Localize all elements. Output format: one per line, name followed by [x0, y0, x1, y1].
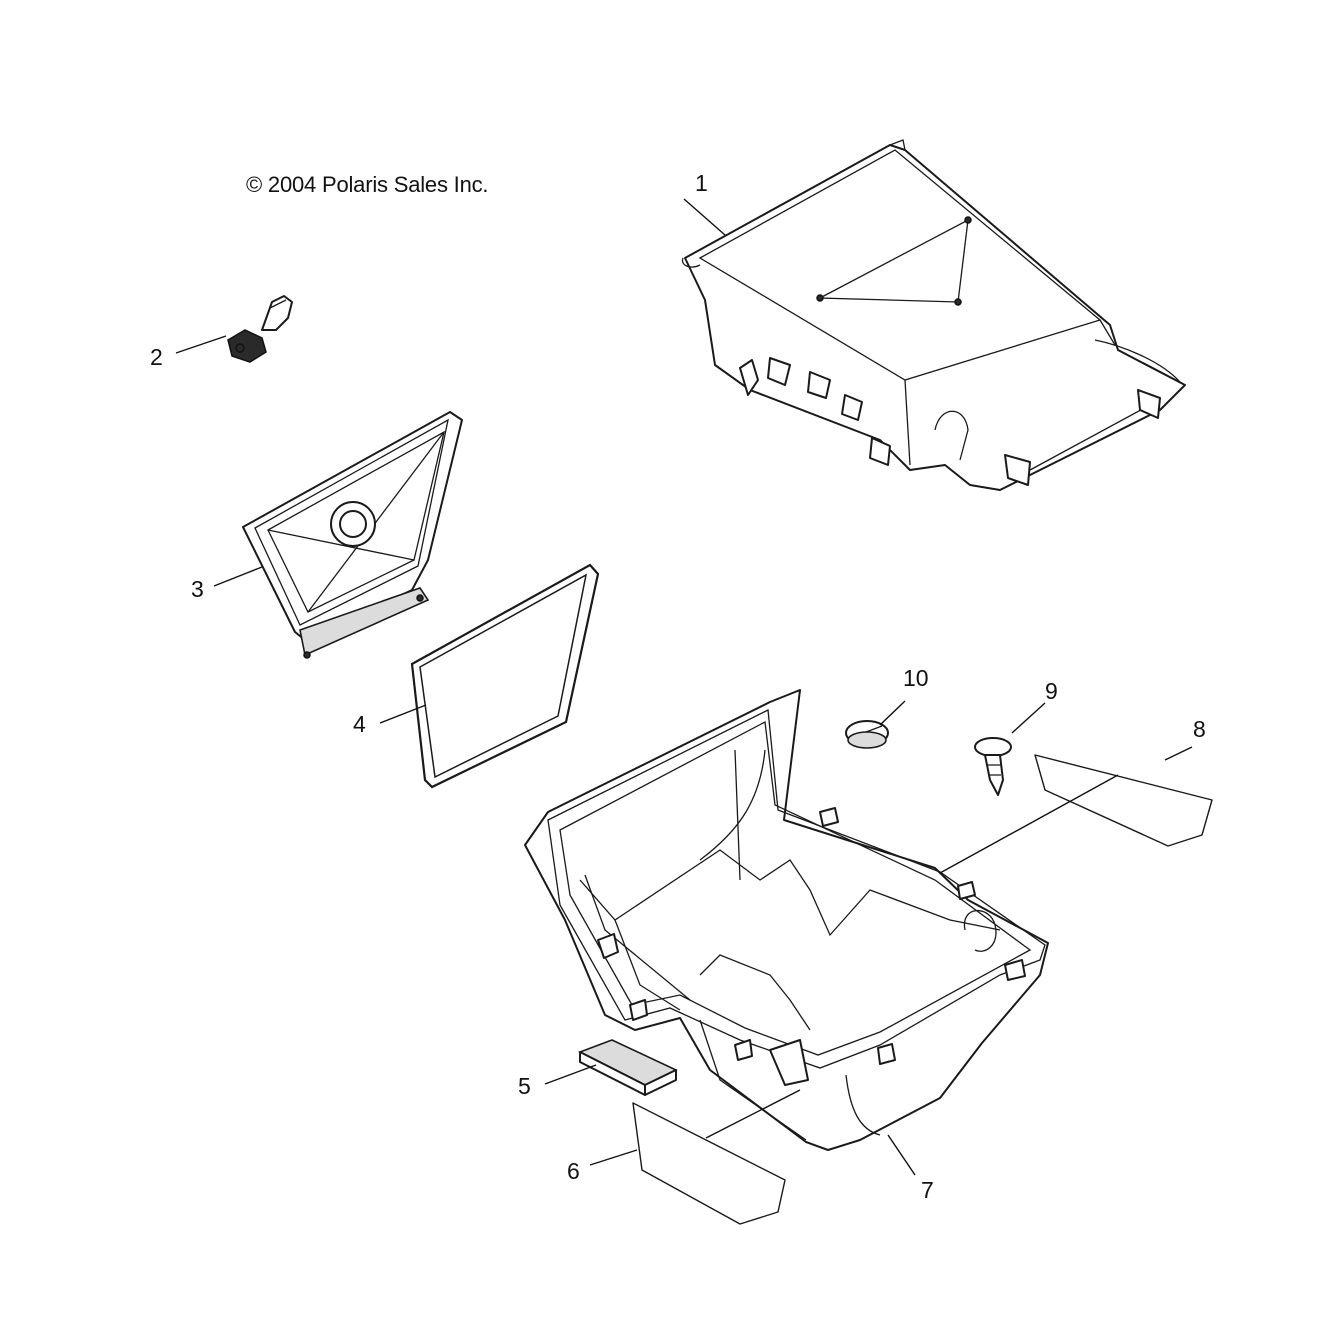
callout-5: 5	[518, 1073, 531, 1099]
callout-6: 6	[567, 1158, 580, 1184]
callout-2: 2	[150, 344, 163, 370]
leader-lines	[175, 198, 1193, 1176]
leader-8b	[939, 774, 1119, 874]
leader-8	[1164, 746, 1193, 761]
part-1-lid	[681, 139, 1186, 491]
callout-7: 7	[921, 1177, 934, 1203]
copyright-text: © 2004 Polaris Sales Inc.	[246, 172, 489, 197]
callout-10: 10	[903, 665, 929, 691]
part-10-cap	[845, 720, 889, 749]
part-2-latch	[227, 295, 293, 363]
leader-6	[589, 1149, 638, 1166]
leader-5	[544, 1064, 597, 1085]
leader-4	[379, 704, 427, 724]
part-8-decal	[1034, 754, 1213, 847]
callout-4: 4	[353, 711, 366, 737]
leader-9	[1011, 702, 1046, 734]
leader-2	[175, 335, 227, 354]
leader-6b	[705, 1089, 801, 1139]
leader-10	[879, 700, 906, 726]
callout-8: 8	[1193, 716, 1206, 742]
callout-9: 9	[1045, 678, 1058, 704]
part-5-pad	[578, 1039, 678, 1096]
callout-1: 1	[695, 170, 708, 196]
leader-1	[683, 198, 726, 236]
part-9-rivet	[974, 737, 1012, 796]
part-3-cover	[242, 411, 463, 659]
part-6-decal	[632, 1102, 786, 1225]
part-7-tub	[524, 689, 1049, 1151]
leader-7	[887, 1134, 916, 1176]
callout-3: 3	[191, 576, 204, 602]
part-4-gasket	[410, 563, 600, 789]
leader-3	[213, 566, 263, 587]
